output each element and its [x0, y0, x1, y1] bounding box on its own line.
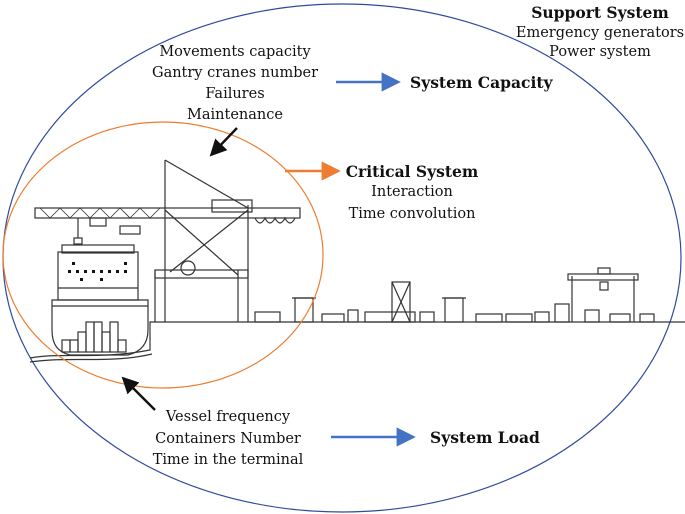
capacity-factor-3: Failures [205, 86, 264, 102]
support-system-item-2: Power system [549, 44, 651, 60]
capacity-factor-1: Movements capacity [159, 44, 311, 60]
yard-equipment-icons [254, 267, 655, 323]
vessel-icon [51, 244, 149, 356]
capacity-factor-2: Gantry cranes number [152, 65, 318, 81]
gantry-crane-icon [34, 159, 301, 322]
support-system-item-1: Emergency generators [516, 25, 684, 41]
load-factors-pointer-arrow [121, 376, 156, 411]
critical-system-item-2: Time convolution [349, 206, 476, 222]
quay-ground-line [29, 321, 685, 359]
critical-system-item-1: Interaction [371, 184, 453, 200]
support-system-title: Support System [531, 3, 669, 22]
capacity-factor-4: Maintenance [187, 107, 283, 123]
capacity-factors-pointer-arrow [209, 127, 238, 157]
system-load-label: System Load [430, 428, 540, 447]
system-capacity-label: System Capacity [410, 73, 553, 92]
load-factor-2: Containers Number [155, 431, 301, 447]
critical-system-title: Critical System [346, 162, 479, 181]
critical-system-ellipse [2, 121, 324, 389]
load-factor-1: Vessel frequency [165, 409, 291, 425]
port-illustration [29, 159, 685, 363]
water-line [29, 353, 153, 363]
load-factor-3: Time in the terminal [153, 452, 304, 468]
